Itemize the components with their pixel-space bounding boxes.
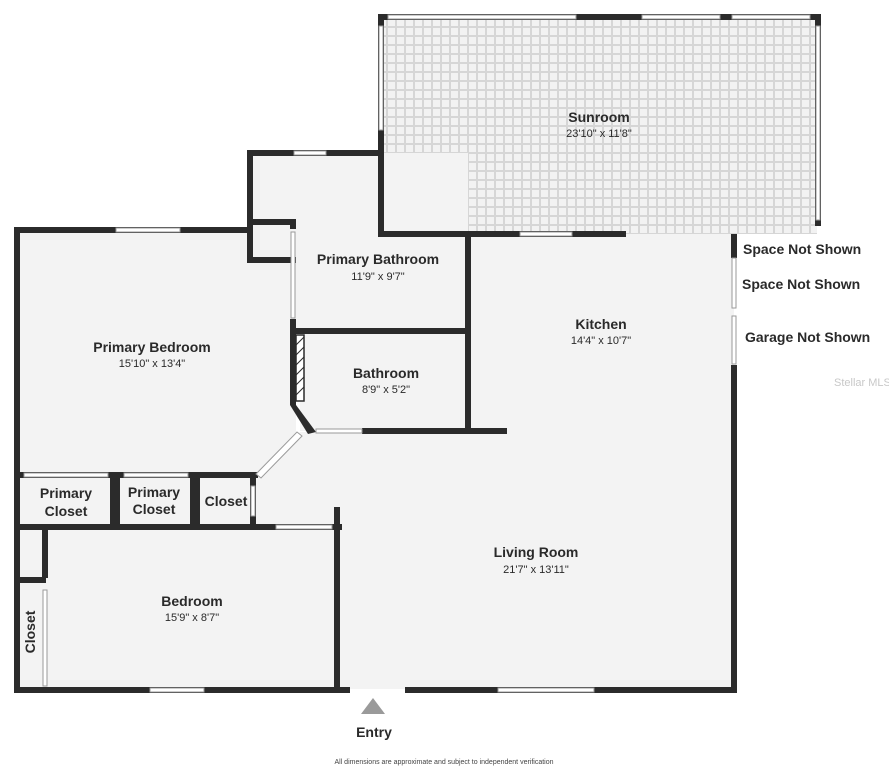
- wall-side-closet-top: [14, 577, 46, 583]
- floors: [18, 18, 817, 689]
- side-notes: Space Not Shown Space Not Shown Garage N…: [742, 241, 870, 345]
- opening-side-closet: [42, 589, 48, 687]
- primary-bedroom-name: Primary Bedroom: [93, 339, 210, 355]
- window-sunroom-bottom: [519, 231, 573, 237]
- wall-kitchen-right: [731, 365, 737, 693]
- sunroom-name: Sunroom: [568, 109, 629, 125]
- window-sunroom-top-3: [731, 14, 811, 20]
- space-not-shown-1: Space Not Shown: [743, 241, 861, 257]
- wall-kitchen-right-top: [731, 234, 737, 258]
- wall-sunroom-top: [378, 14, 821, 20]
- wall-sunroom-bottom: [378, 231, 626, 237]
- opening-closet-row-2: [123, 472, 189, 478]
- shower-hatch: [295, 334, 305, 402]
- window-sunroom-left: [378, 25, 384, 131]
- living-room-dims: 21'7" x 13'11": [503, 564, 569, 576]
- bathroom-name: Bathroom: [353, 365, 419, 381]
- wall-bath-left: [247, 150, 253, 263]
- entry-label: Entry: [356, 724, 392, 740]
- opening-closets-bottom: [275, 524, 333, 530]
- opening-closet-3: [250, 485, 256, 517]
- hall-diagonal: [255, 431, 303, 479]
- window-living-bottom: [497, 687, 595, 693]
- window-bath-top: [293, 150, 327, 156]
- side-closet-name: Closet: [22, 610, 38, 653]
- window-bedroom-bottom: [149, 687, 205, 693]
- closets-floor: [18, 475, 256, 527]
- hatch-lines: [295, 336, 305, 396]
- primary-bedroom-floor: [18, 231, 296, 475]
- bathroom-dims: 8'9" x 5'2": [362, 384, 410, 396]
- wall-bath-divider: [296, 328, 468, 334]
- wall-bath-step-r: [290, 219, 296, 229]
- windows: [23, 14, 821, 693]
- primary-bathroom-floor: [250, 153, 468, 333]
- opening-bath-doorway: [315, 428, 363, 434]
- bathroom-floor: [300, 333, 468, 431]
- wall-bedroom-right: [290, 319, 296, 405]
- primary-bathroom-dims: 11'9" x 9'7": [351, 271, 404, 283]
- bedroom-name: Bedroom: [161, 593, 222, 609]
- primary-closet-2-line1: Primary: [128, 484, 180, 500]
- primary-bedroom-dims: 15'10" x 13'4": [119, 358, 186, 370]
- wall-hall-diagonal: [255, 431, 303, 479]
- garage-not-shown: Garage Not Shown: [745, 329, 870, 345]
- wall-closet-div-1: [110, 472, 120, 527]
- wall-bath-step-b: [247, 257, 296, 263]
- wall-bedroom-right-2: [334, 507, 340, 693]
- wall-bath-step: [247, 219, 296, 225]
- primary-bathroom-name: Primary Bathroom: [317, 251, 439, 267]
- opening-kitchen-right-2: [731, 315, 737, 365]
- watermark: Stellar MLS: [834, 377, 889, 389]
- entry-arrow: [361, 698, 385, 714]
- bedroom-floor: [18, 527, 338, 689]
- opening-closet-row-1: [23, 472, 109, 478]
- kitchen-name: Kitchen: [575, 316, 626, 332]
- wall-closets-bottom: [14, 524, 342, 530]
- opening-kitchen-right-1: [731, 257, 737, 309]
- kitchen-floor: [468, 234, 734, 434]
- primary-closet-1-line1: Primary: [40, 485, 92, 501]
- opening-bedroom-bath: [290, 231, 296, 319]
- living-room-name: Living Room: [494, 544, 579, 560]
- footer-disclaimer: All dimensions are approximate and subje…: [334, 759, 553, 766]
- window-sunroom-right: [815, 25, 821, 221]
- hatch-box: [295, 334, 305, 402]
- space-not-shown-2: Space Not Shown: [742, 276, 860, 292]
- bedroom-dims: 15'9" x 8'7": [165, 612, 219, 624]
- sunroom-dims: 23'10" x 11'8": [566, 128, 632, 140]
- primary-closet-2-line2: Closet: [133, 501, 176, 517]
- kitchen-dims: 14'4" x 10'7": [571, 335, 631, 347]
- wall-left-outer: [14, 227, 20, 693]
- wall-closet-div-2: [190, 472, 200, 527]
- window-bedroom-top: [115, 227, 181, 233]
- living-room-floor: [256, 432, 734, 689]
- wall-bath-angle: [290, 405, 316, 434]
- wall-bath-lower-right: [465, 428, 507, 434]
- wall-bath-bottom: [362, 428, 472, 434]
- closet-name: Closet: [205, 493, 248, 509]
- window-sunroom-top-2: [641, 14, 721, 20]
- wall-side-closet-right: [42, 530, 48, 578]
- primary-closet-1-line2: Closet: [45, 503, 88, 519]
- window-sunroom-top-1: [387, 14, 577, 20]
- room-labels: Sunroom 23'10" x 11'8" Primary Bathroom …: [22, 109, 632, 653]
